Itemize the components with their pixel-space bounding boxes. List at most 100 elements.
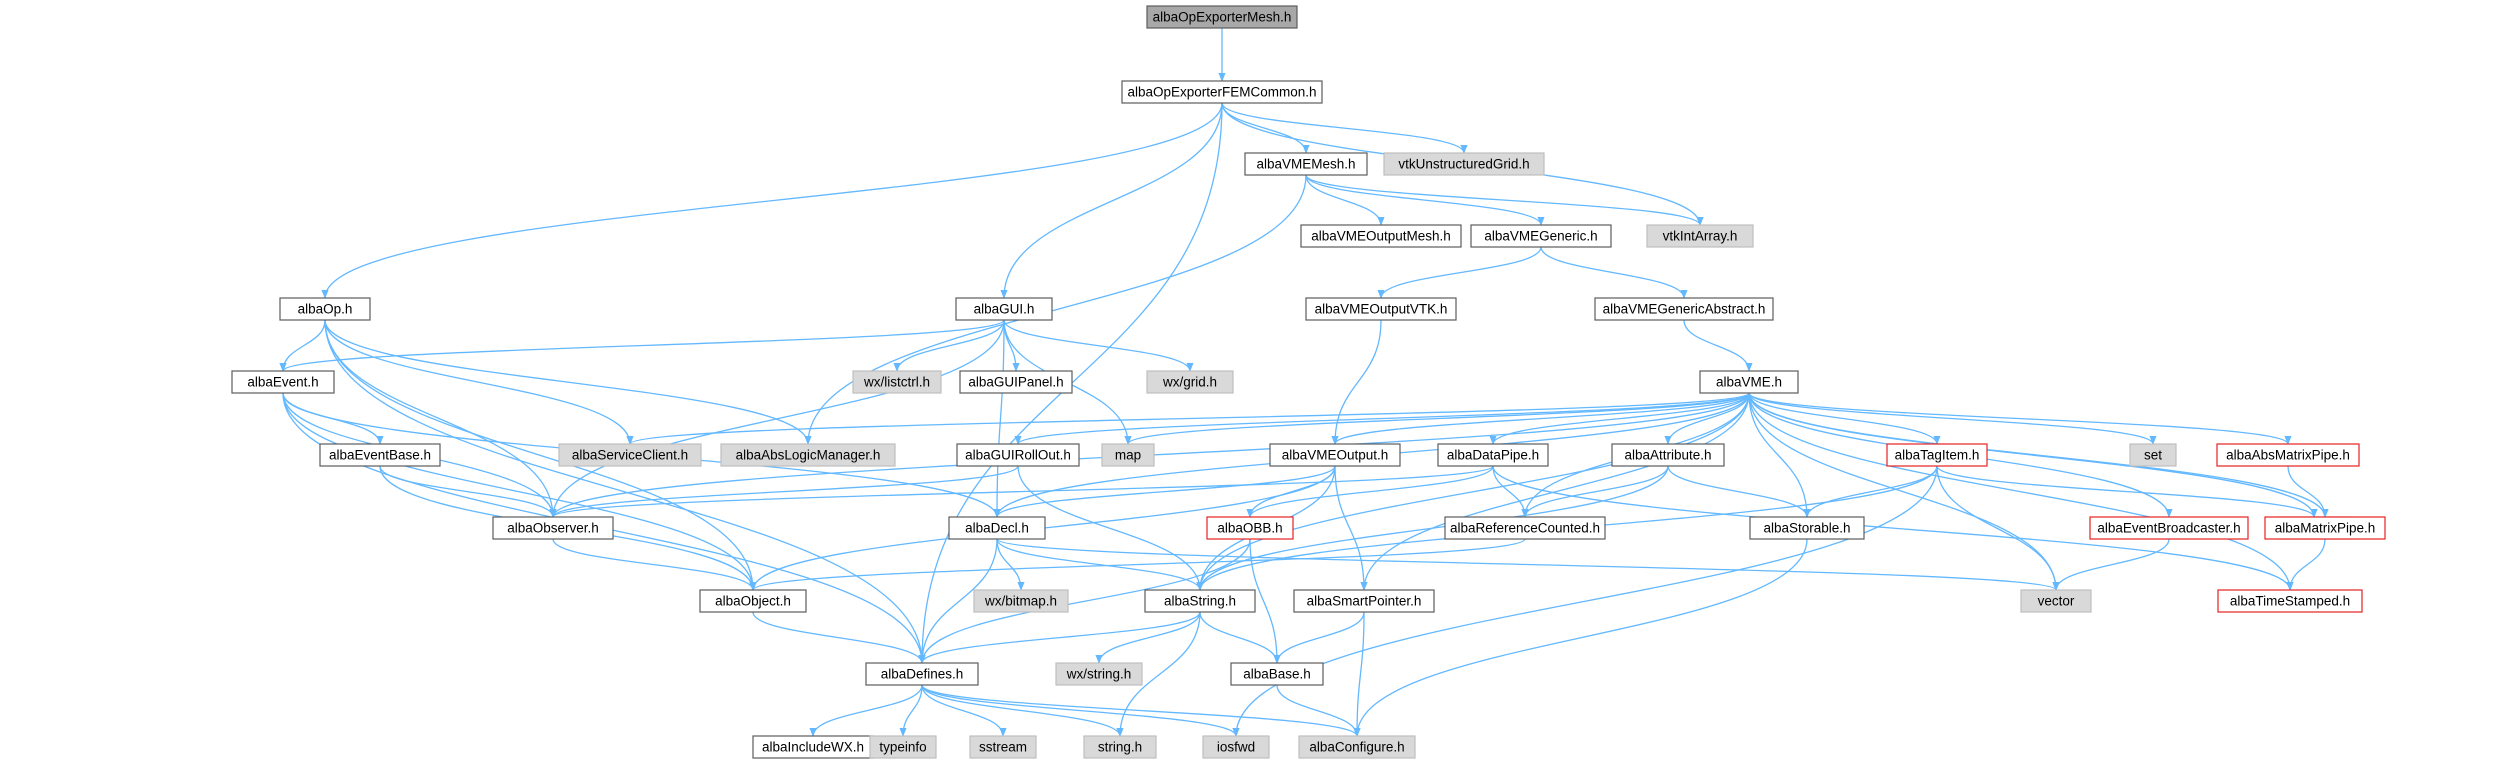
edge-op-to-defines <box>324 319 926 664</box>
node-box <box>1269 443 1401 467</box>
node-storable[interactable]: albaStorable.h <box>1749 516 1865 540</box>
edge-arrow <box>1305 174 1545 226</box>
node-vtkug[interactable]: vtkUnstructuredGrid.h <box>1383 152 1545 176</box>
node-vmeout[interactable]: albaVMEOutput.h <box>1269 443 1401 467</box>
edge-arrow <box>1748 392 2294 591</box>
node-box <box>1594 297 1774 321</box>
edge-arrow <box>1246 465 1494 518</box>
node-guipanel[interactable]: albaGUIPanel.h <box>959 370 1073 394</box>
edge-vme-to-datapipe <box>1489 392 1750 445</box>
node-op[interactable]: albaOp.h <box>279 297 371 321</box>
node-box <box>1146 5 1298 29</box>
edge-datapipe-to-obb <box>1246 465 1494 518</box>
node-vector[interactable]: vector <box>2020 589 2092 613</box>
node-fem[interactable]: albaOpExporterFEMCommon.h <box>1121 80 1323 104</box>
edge-arrow <box>921 684 1240 737</box>
node-label: map <box>1115 448 1141 463</box>
node-vme[interactable]: albaVME.h <box>1699 370 1799 394</box>
edge-arrow <box>804 174 1307 445</box>
node-box <box>279 297 371 321</box>
node-event[interactable]: albaEvent.h <box>231 370 335 394</box>
edge-gui-to-grid <box>1003 319 1194 372</box>
node-obb[interactable]: albaOBB.h <box>1206 516 1294 540</box>
node-wxstring[interactable]: wx/string.h <box>1055 662 1143 686</box>
edge-albastring-to-defines <box>918 611 1201 664</box>
edge-arrow <box>626 392 1750 445</box>
node-configure[interactable]: albaConfigure.h <box>1298 735 1416 759</box>
edge-arrow <box>1492 465 2294 591</box>
node-box <box>1202 735 1270 759</box>
node-label: typeinfo <box>879 740 926 755</box>
node-matpipe[interactable]: albaMatrixPipe.h <box>2264 516 2386 540</box>
edge-defines-to-stringh <box>921 684 1124 737</box>
edge-arrow <box>1667 465 1811 518</box>
node-outvtk[interactable]: albaVMEOutputVTK.h <box>1305 297 1457 321</box>
node-label: albaVMEOutputMesh.h <box>1311 229 1451 244</box>
edge-arrow <box>1748 392 2060 591</box>
node-sstream[interactable]: sstream <box>969 735 1037 759</box>
edge-arrow <box>1095 611 1201 664</box>
node-vmemesh[interactable]: albaVMEMesh.h <box>1244 152 1368 176</box>
node-stringh[interactable]: string.h <box>1083 735 1157 759</box>
node-refcount[interactable]: albaReferenceCounted.h <box>1444 516 1606 540</box>
node-base[interactable]: albaBase.h <box>1230 662 1324 686</box>
node-genabs[interactable]: albaVMEGenericAbstract.h <box>1594 297 1774 321</box>
edge-gui-to-observer <box>549 319 1005 518</box>
node-bitmap[interactable]: wx/bitmap.h <box>973 589 1069 613</box>
node-label: albaEventBroadcaster.h <box>2097 521 2240 536</box>
node-object[interactable]: albaObject.h <box>699 589 807 613</box>
node-tagitem[interactable]: albaTagItem.h <box>1886 443 1988 467</box>
edge-vme-to-albastring <box>1196 392 1750 591</box>
edge-fem-to-gui <box>1000 102 1223 299</box>
edge-arrow <box>1221 102 1468 154</box>
edge-arrow <box>1540 246 1688 299</box>
node-albastring[interactable]: albaString.h <box>1144 589 1256 613</box>
node-attr[interactable]: albaAttribute.h <box>1611 443 1725 467</box>
node-abslogic[interactable]: albaAbsLogicManager.h <box>720 443 896 467</box>
edge-arrow <box>752 611 926 664</box>
node-typeinfo[interactable]: typeinfo <box>869 735 937 759</box>
node-label: albaVMEGenericAbstract.h <box>1603 302 1766 317</box>
edge-vme-to-rollout <box>1014 392 1750 445</box>
node-label: albaTimeStamped.h <box>2230 594 2350 609</box>
node-includewx[interactable]: albaIncludeWX.h <box>752 735 874 759</box>
edge-storable-to-configure <box>1353 538 1808 737</box>
edge-arrow <box>2286 538 2326 591</box>
node-root[interactable]: albaOpExporterMesh.h <box>1146 5 1298 29</box>
node-absmatpipe[interactable]: albaAbsMatrixPipe.h <box>2216 443 2360 467</box>
node-label: iosfwd <box>1217 740 1255 755</box>
edge-vme-to-attr <box>1664 392 1750 445</box>
node-map[interactable]: map <box>1101 443 1155 467</box>
node-smartptr[interactable]: albaSmartPointer.h <box>1293 589 1435 613</box>
edge-albastring-to-wxstring <box>1095 611 1201 664</box>
edge-arrow <box>1249 538 1281 664</box>
node-vtkint[interactable]: vtkIntArray.h <box>1646 224 1754 248</box>
node-evbroad[interactable]: albaEventBroadcaster.h <box>2089 516 2249 540</box>
node-rollout[interactable]: albaGUIRollOut.h <box>956 443 1080 467</box>
node-datapipe[interactable]: albaDataPipe.h <box>1437 443 1549 467</box>
node-outmesh[interactable]: albaVMEOutputMesh.h <box>1300 224 1462 248</box>
edge-arrow <box>1521 465 1669 518</box>
node-label: albaOp.h <box>298 302 353 317</box>
node-defines[interactable]: albaDefines.h <box>865 662 979 686</box>
edge-arrow <box>2052 538 2170 591</box>
node-observer[interactable]: albaObserver.h <box>492 516 614 540</box>
node-listctrl[interactable]: wx/listctrl.h <box>852 370 942 394</box>
node-box <box>956 443 1080 467</box>
edge-datapipe-to-timestamped <box>1492 465 2294 591</box>
node-vmegen[interactable]: albaVMEGeneric.h <box>1470 224 1612 248</box>
edge-arrow <box>279 319 1005 372</box>
node-box <box>1206 516 1294 540</box>
node-gui[interactable]: albaGUI.h <box>955 297 1053 321</box>
edge-arrow <box>1936 465 2318 518</box>
node-eventbase[interactable]: albaEventBase.h <box>319 443 441 467</box>
node-label: vtkUnstructuredGrid.h <box>1398 157 1529 172</box>
node-grid[interactable]: wx/grid.h <box>1146 370 1234 394</box>
node-timestamped[interactable]: albaTimeStamped.h <box>2217 589 2363 613</box>
edge-fem-to-vtkug <box>1221 102 1468 154</box>
edge-arrow <box>1353 538 1808 737</box>
node-set[interactable]: set <box>2129 443 2177 467</box>
node-service[interactable]: albaServiceClient.h <box>558 443 702 467</box>
node-decl[interactable]: albaDecl.h <box>948 516 1046 540</box>
node-iosfwd[interactable]: iosfwd <box>1202 735 1270 759</box>
